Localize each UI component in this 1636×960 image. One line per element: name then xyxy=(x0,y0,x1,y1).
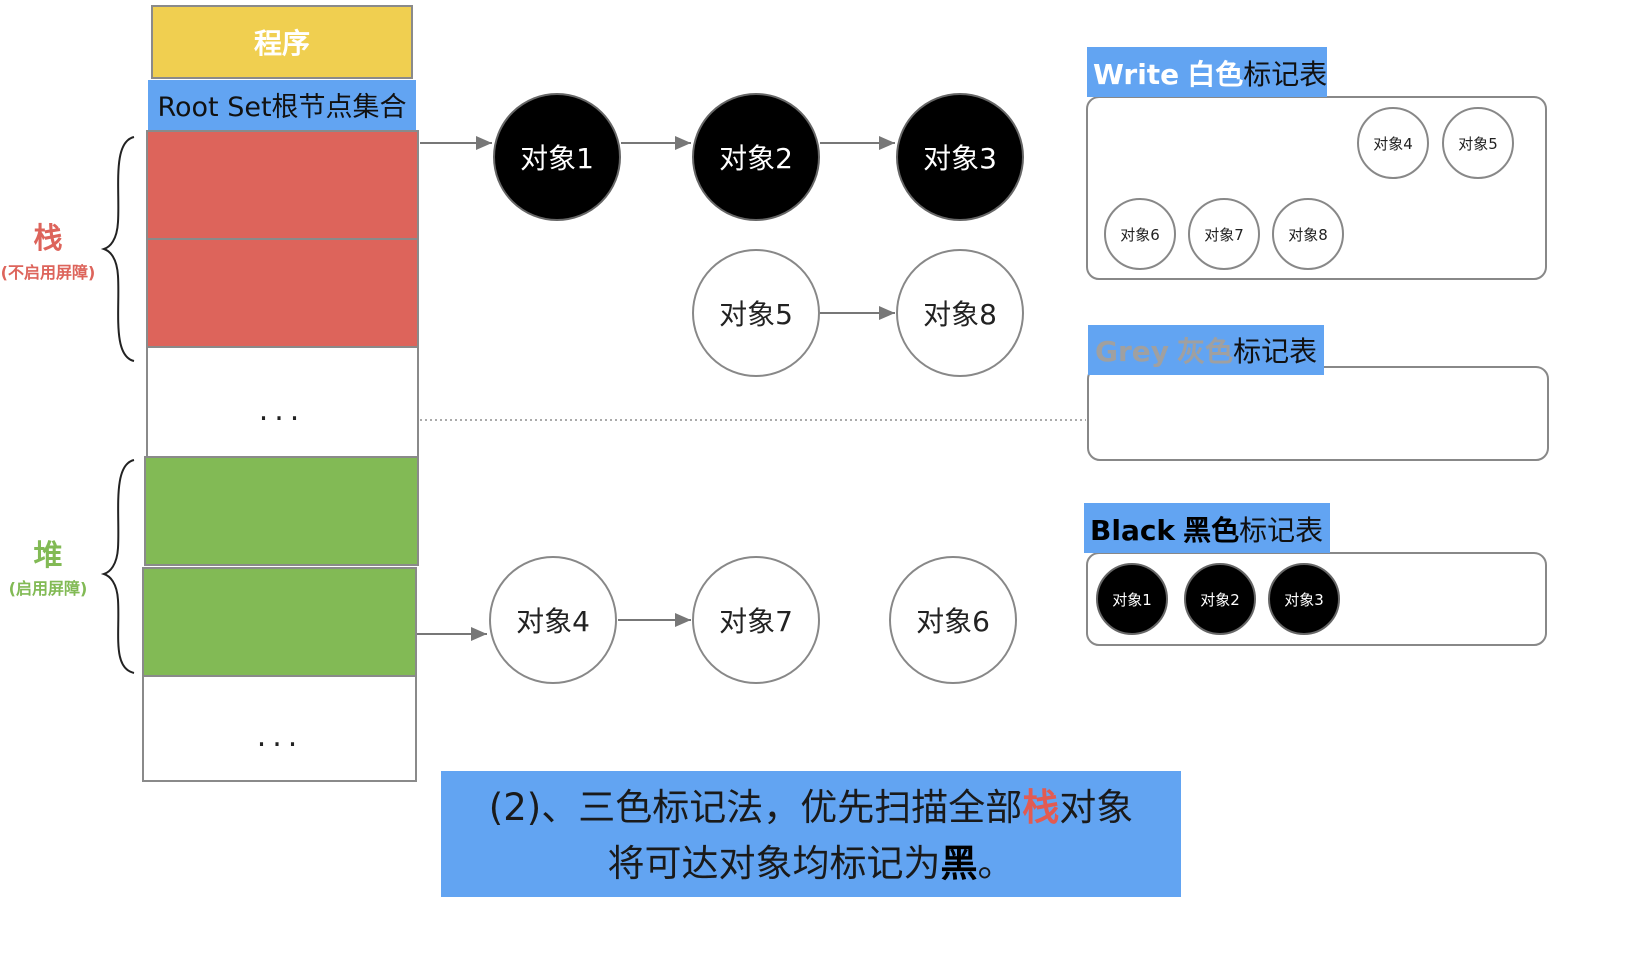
heap-ellipsis-cell xyxy=(142,675,417,782)
node-obj2: 对象2 xyxy=(692,93,820,221)
black-title-color: 黑色 xyxy=(1183,514,1239,547)
white-item-obj8: 对象8 xyxy=(1272,198,1344,270)
white-item-obj4: 对象4 xyxy=(1357,107,1429,179)
white-item-obj7: 对象7 xyxy=(1188,198,1260,270)
white-item-obj4-label: 对象4 xyxy=(1373,135,1413,153)
black-item-obj3: 对象3 xyxy=(1268,563,1340,635)
stack-brace xyxy=(100,136,135,362)
black-item-obj1-label: 对象1 xyxy=(1112,591,1152,609)
node-obj6-label: 对象6 xyxy=(916,605,990,638)
caption-line-2: 将可达对象均标记为黑。 xyxy=(441,845,1181,882)
white-item-obj5: 对象5 xyxy=(1442,107,1514,179)
caption-line1-em: 栈 xyxy=(1022,786,1060,829)
stack-label: 栈 xyxy=(33,221,62,255)
node-obj7: 对象7 xyxy=(692,556,820,684)
white-item-obj8-label: 对象8 xyxy=(1288,226,1328,244)
white-title-en: Write xyxy=(1093,58,1179,91)
black-table-title-bg xyxy=(1084,503,1330,553)
node-obj1-label: 对象1 xyxy=(520,142,594,175)
white-title-suffix: 标记表 xyxy=(1243,58,1327,91)
white-table-title-bg xyxy=(1087,47,1327,97)
caption-box: (2)、三色标记法，优先扫描全部栈对象 将可达对象均标记为黑。 xyxy=(441,771,1181,897)
grey-title-suffix: 标记表 xyxy=(1233,335,1317,368)
root-set-box xyxy=(148,80,416,130)
node-obj6: 对象6 xyxy=(889,556,1017,684)
node-obj5: 对象5 xyxy=(692,249,820,377)
program-box xyxy=(151,5,413,79)
heap-ellipsis: ... xyxy=(257,719,304,754)
heap-label: 堆 xyxy=(33,538,62,572)
grey-table-box xyxy=(1087,366,1549,461)
black-item-obj1: 对象1 xyxy=(1096,563,1168,635)
stack-sub-label: (不启用屏障) xyxy=(1,263,96,282)
node-obj4: 对象4 xyxy=(489,556,617,684)
grey-title-en: Grey xyxy=(1095,335,1169,368)
node-obj2-label: 对象2 xyxy=(719,142,793,175)
heap-cell-1 xyxy=(144,456,419,566)
diagram: 程序 Root Set根节点集合 ... ... 栈 (不启用屏障) 堆 (启用… xyxy=(1,5,1549,782)
white-item-obj6: 对象6 xyxy=(1104,198,1176,270)
caption-line2-post: 。 xyxy=(977,842,1015,885)
heap-cell-2 xyxy=(142,567,417,677)
grey-table-title-bg xyxy=(1088,325,1324,375)
node-obj5-label: 对象5 xyxy=(719,298,793,331)
program-label: 程序 xyxy=(254,27,310,60)
stack-ellipsis: ... xyxy=(259,393,306,428)
black-item-obj2: 对象2 xyxy=(1184,563,1256,635)
heap-brace xyxy=(100,459,135,674)
white-item-obj7-label: 对象7 xyxy=(1204,226,1244,244)
white-item-obj6-label: 对象6 xyxy=(1120,226,1160,244)
caption-line2-pre: 将可达对象均标记为 xyxy=(607,842,941,885)
stack-cell-2 xyxy=(146,238,419,348)
node-obj3: 对象3 xyxy=(896,93,1024,221)
caption-line-1: (2)、三色标记法，优先扫描全部栈对象 xyxy=(441,789,1181,826)
node-obj1: 对象1 xyxy=(493,93,621,221)
white-title-color: 白色 xyxy=(1187,58,1243,91)
heap-sub-label: (启用屏障) xyxy=(9,579,88,598)
node-obj4-label: 对象4 xyxy=(516,605,590,638)
black-title-suffix: 标记表 xyxy=(1239,514,1323,547)
stack-cell-1 xyxy=(146,130,419,240)
node-obj3-label: 对象3 xyxy=(923,142,997,175)
caption-line1-post: 对象 xyxy=(1059,786,1134,829)
black-item-obj3-label: 对象3 xyxy=(1284,591,1324,609)
node-obj8-label: 对象8 xyxy=(923,298,997,331)
caption-line1-pre: (2)、三色标记法，优先扫描全部 xyxy=(488,786,1023,829)
black-item-obj2-label: 对象2 xyxy=(1200,591,1240,609)
white-item-obj5-label: 对象5 xyxy=(1458,135,1498,153)
node-obj7-label: 对象7 xyxy=(719,605,793,638)
grey-title-color: 灰色 xyxy=(1177,335,1233,368)
root-set-label: Root Set根节点集合 xyxy=(157,92,406,123)
node-obj8: 对象8 xyxy=(896,249,1024,377)
caption-line2-em: 黑 xyxy=(940,842,978,885)
black-title-en: Black xyxy=(1090,514,1176,547)
